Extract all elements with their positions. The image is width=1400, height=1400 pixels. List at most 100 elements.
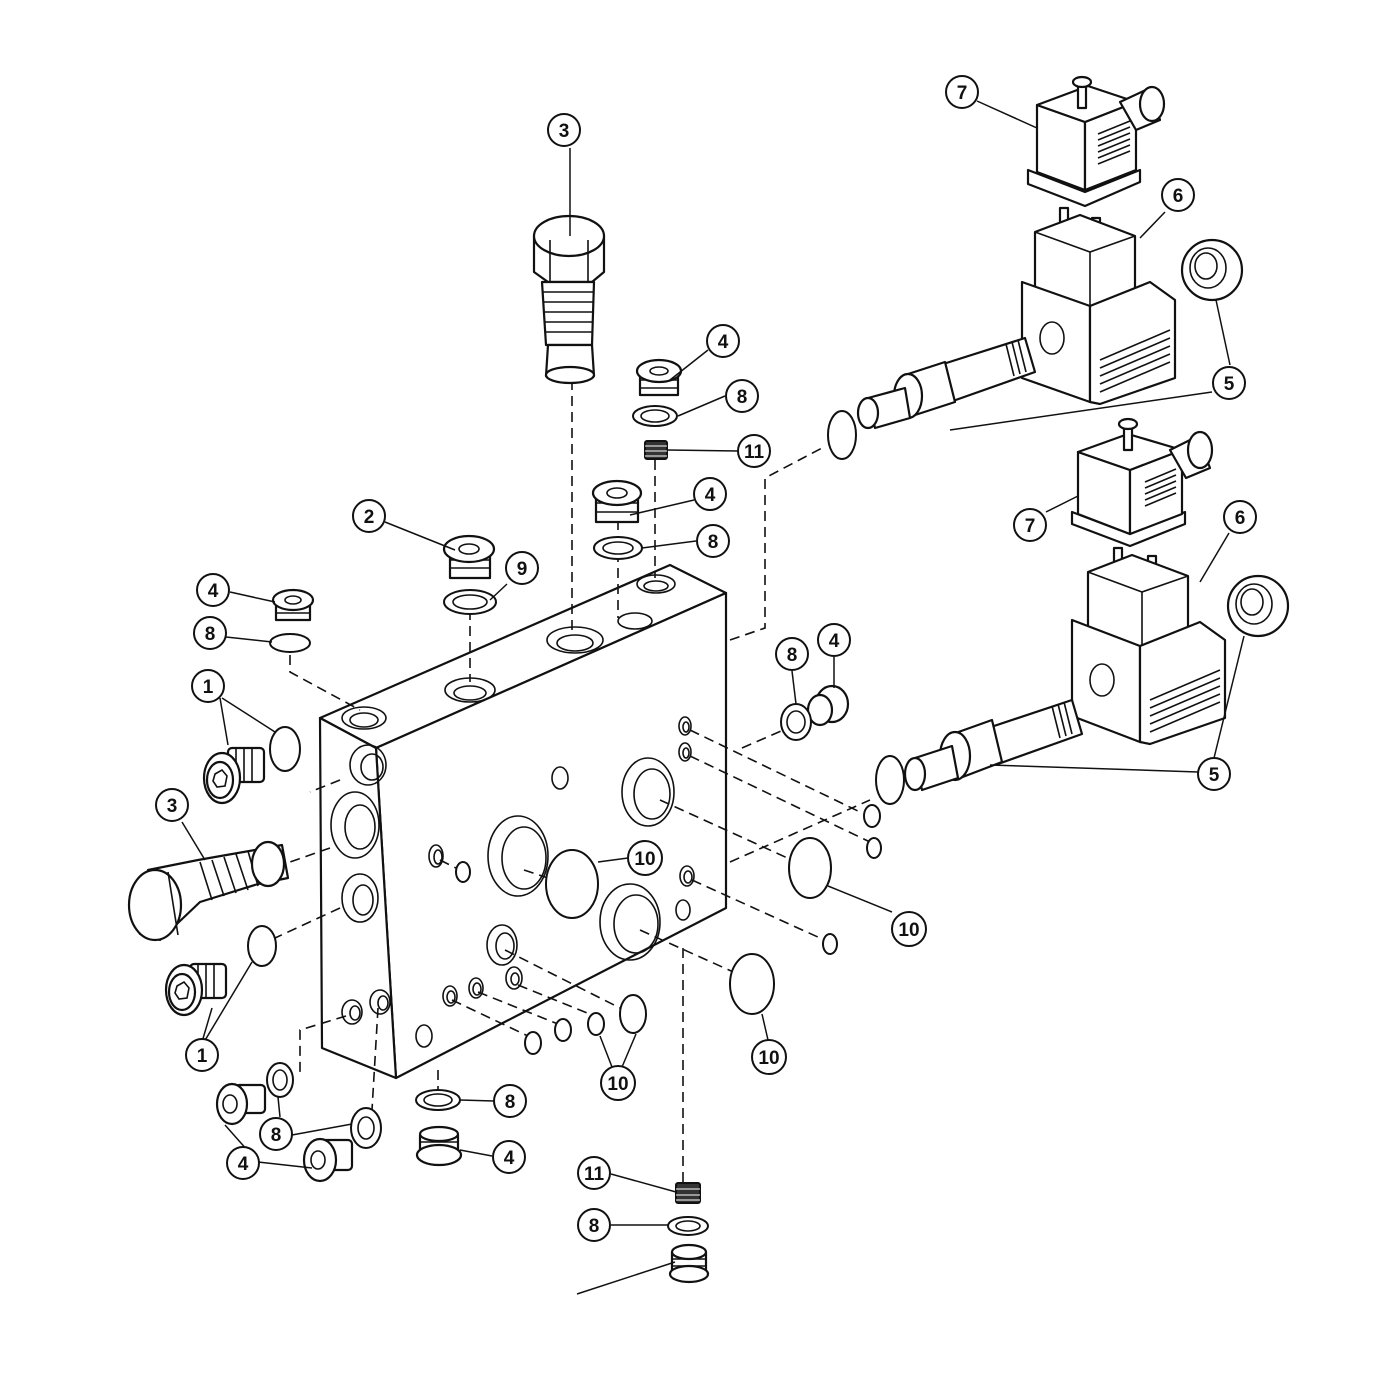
tube-lower xyxy=(875,698,1084,805)
plug-4-bottom-left-b xyxy=(302,1137,354,1183)
callout-8-middle: 8 xyxy=(696,524,730,558)
callout-4-right-side: 4 xyxy=(817,623,851,657)
plug-4-middle xyxy=(591,479,643,524)
callout-label: 4 xyxy=(208,581,219,602)
callout-label: 2 xyxy=(364,507,375,528)
connector-7-lower xyxy=(1070,417,1214,548)
connector-7-upper xyxy=(1026,75,1166,208)
callout-label: 8 xyxy=(205,624,216,645)
plug-4-topleft xyxy=(271,588,315,622)
callout-8-upper-middle: 8 xyxy=(725,379,759,413)
callout-10-bottom-right: 10 xyxy=(751,1039,787,1075)
plug-4-bottom-right xyxy=(668,1243,710,1284)
manifold-block xyxy=(318,563,728,1080)
callout-7-upper: 7 xyxy=(945,75,979,109)
callout-label: 5 xyxy=(1209,765,1220,786)
callout-1-upper: 1 xyxy=(191,669,225,703)
callout-5-lower: 5 xyxy=(1197,757,1231,791)
callout-label: 10 xyxy=(898,920,919,941)
callout-4-middle: 4 xyxy=(693,477,727,511)
callout-label: 5 xyxy=(1224,374,1235,395)
callout-label: 9 xyxy=(517,559,528,580)
top-cartridge-3 xyxy=(532,214,606,385)
left-plug-1-lower xyxy=(164,962,228,1017)
seal-8-bottom-left-b xyxy=(350,1107,382,1149)
callout-label: 8 xyxy=(505,1092,516,1113)
callout-11-lower: 11 xyxy=(577,1156,611,1190)
callout-1-lower: 1 xyxy=(185,1038,219,1072)
left-oring-1-lower xyxy=(247,925,277,967)
callout-label: 1 xyxy=(203,677,214,698)
seal-8-upper-middle xyxy=(632,405,678,427)
callout-4-topleft: 4 xyxy=(196,573,230,607)
callout-label: 4 xyxy=(238,1154,249,1175)
callout-8-bottom-left: 8 xyxy=(259,1117,293,1151)
leader-lines xyxy=(181,100,1245,1295)
callout-10-bottom-middle: 10 xyxy=(600,1065,636,1101)
callout-label: 6 xyxy=(1235,508,1246,529)
seal-8-right-side xyxy=(780,703,812,741)
seal-8-bottom-center xyxy=(415,1089,461,1111)
callout-label: 11 xyxy=(584,1164,605,1185)
seal-9 xyxy=(443,589,497,615)
nut-5-upper xyxy=(1180,238,1244,302)
nut-5-lower xyxy=(1226,574,1290,638)
seal-8-topleft xyxy=(269,633,311,653)
callout-label: 1 xyxy=(197,1046,208,1067)
plug-4-bottom-left-a xyxy=(215,1082,267,1126)
callout-6-upper: 6 xyxy=(1161,178,1195,212)
callout-label: 8 xyxy=(589,1216,600,1237)
callout-label: 10 xyxy=(634,849,655,870)
callout-label: 3 xyxy=(559,121,570,142)
callout-label: 4 xyxy=(705,485,716,506)
callout-2: 2 xyxy=(352,499,386,533)
callout-label: 10 xyxy=(607,1074,628,1095)
callout-label: 7 xyxy=(1025,516,1036,537)
plug-4-right-side xyxy=(806,684,850,727)
left-cartridge-3 xyxy=(127,840,290,942)
callout-label: 4 xyxy=(504,1148,515,1169)
callout-label: 11 xyxy=(744,442,765,463)
callout-11-upper: 11 xyxy=(737,434,771,468)
left-oring-1-upper xyxy=(269,726,301,772)
callout-label: 7 xyxy=(957,83,968,104)
callout-label: 6 xyxy=(1173,186,1184,207)
callout-6-lower: 6 xyxy=(1223,500,1257,534)
callout-label: 8 xyxy=(737,387,748,408)
callout-4-bottom-center: 4 xyxy=(492,1140,526,1174)
seal-8-bottom-right xyxy=(667,1216,709,1236)
callout-4-upper-middle: 4 xyxy=(706,324,740,358)
callout-3-left: 3 xyxy=(155,788,189,822)
plug-4-upper-middle xyxy=(635,358,683,397)
tube-upper xyxy=(827,336,1037,460)
callout-4-bottom-left: 4 xyxy=(226,1146,260,1180)
grub-screw-11-lower xyxy=(675,1182,701,1204)
assembly-lines xyxy=(274,380,871,1182)
callout-8-bottom-center: 8 xyxy=(493,1084,527,1118)
callout-label: 10 xyxy=(758,1048,779,1069)
callout-label: 3 xyxy=(167,796,178,817)
callout-5-upper: 5 xyxy=(1212,366,1246,400)
seal-8-bottom-left-a xyxy=(266,1062,294,1098)
callout-7-lower: 7 xyxy=(1013,508,1047,542)
callout-10-front-left: 10 xyxy=(627,840,663,876)
coil-6-lower xyxy=(1070,546,1227,746)
plug-2 xyxy=(442,534,496,580)
callout-8-topleft: 8 xyxy=(193,616,227,650)
callout-3-top: 3 xyxy=(547,113,581,147)
callout-label: 4 xyxy=(718,332,729,353)
orings-10 xyxy=(455,804,882,1055)
callout-label: 8 xyxy=(787,645,798,666)
callout-8-right-side: 8 xyxy=(775,637,809,671)
coil-6-upper xyxy=(1020,206,1177,406)
callout-label: 8 xyxy=(708,532,719,553)
left-plug-1-upper xyxy=(202,746,266,805)
plug-4-bottom-center xyxy=(415,1125,463,1167)
callout-9: 9 xyxy=(505,551,539,585)
callout-label: 8 xyxy=(271,1125,282,1146)
callout-label: 4 xyxy=(829,631,840,652)
seal-8-middle xyxy=(593,536,643,560)
callout-8-bottom-right: 8 xyxy=(577,1208,611,1242)
callout-10-right: 10 xyxy=(891,911,927,947)
